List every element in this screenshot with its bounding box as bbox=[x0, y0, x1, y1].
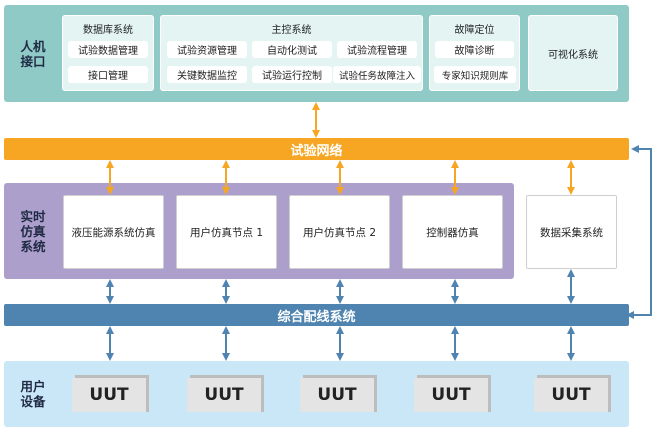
sim-label-line-3: 系统 bbox=[20, 238, 46, 254]
hmi-label: 人机 接口 bbox=[6, 10, 60, 98]
interface-management-button[interactable]: 接口管理 bbox=[68, 66, 148, 83]
integrated-wiring-bar: 综合配线系统 bbox=[4, 304, 629, 326]
data-acquisition-box[interactable]: 数据采集系统 bbox=[526, 195, 617, 269]
database-system-title: 数据库系统 bbox=[83, 25, 133, 36]
user-sim-node-2-box[interactable]: 用户仿真节点 2 bbox=[289, 195, 390, 269]
test-resource-management-button[interactable]: 试验资源管理 bbox=[167, 41, 247, 58]
uut-box-5[interactable]: UUT bbox=[534, 378, 608, 412]
uut-box-3[interactable]: UUT bbox=[300, 378, 374, 412]
test-data-management-button[interactable]: 试验数据管理 bbox=[68, 41, 148, 58]
fault-diagnosis-button[interactable]: 故障诊断 bbox=[435, 41, 514, 58]
user-equipment-label: 用户 设备 bbox=[6, 365, 60, 423]
visualization-system[interactable]: 可视化系统 bbox=[528, 15, 618, 91]
hmi-label-line-1: 人机 bbox=[20, 39, 46, 54]
sim-label-line-1: 实时 bbox=[20, 208, 46, 224]
database-system-group: 数据库系统 试验数据管理 接口管理 bbox=[62, 15, 154, 91]
test-flow-management-button[interactable]: 试验流程管理 bbox=[337, 41, 417, 58]
uut-box-4[interactable]: UUT bbox=[414, 378, 488, 412]
hmi-label-line-2: 接口 bbox=[20, 54, 46, 69]
user-sim-node-1-box[interactable]: 用户仿真节点 1 bbox=[176, 195, 277, 269]
controller-sim-box[interactable]: 控制器仿真 bbox=[402, 195, 503, 269]
sim-label-line-2: 仿真 bbox=[20, 223, 46, 239]
user-label-line-2: 设备 bbox=[20, 394, 46, 409]
uut-box-2[interactable]: UUT bbox=[187, 378, 261, 412]
automated-testing-button[interactable]: 自动化测试 bbox=[252, 41, 332, 58]
fault-location-title: 故障定位 bbox=[454, 25, 495, 36]
hydraulic-sim-box[interactable]: 液压能源系统仿真 bbox=[63, 195, 164, 269]
user-label-line-1: 用户 bbox=[20, 379, 46, 394]
master-control-title: 主控系统 bbox=[271, 25, 312, 36]
fault-injection-button[interactable]: 试验任务故障注入 bbox=[333, 66, 421, 83]
uut-box-1[interactable]: UUT bbox=[72, 378, 146, 412]
realtime-sim-label: 实时 仿真 系统 bbox=[6, 188, 60, 274]
test-run-control-button[interactable]: 试验运行控制 bbox=[252, 66, 332, 83]
fault-location-group: 故障定位 故障诊断 专家知识规则库 bbox=[429, 15, 520, 91]
test-network-bar: 试验网络 bbox=[4, 138, 629, 160]
expert-knowledge-base-button[interactable]: 专家知识规则库 bbox=[434, 66, 516, 83]
master-control-group: 主控系统 试验资源管理 自动化测试 试验流程管理 关键数据监控 试验运行控制 试… bbox=[160, 15, 423, 91]
key-data-monitoring-button[interactable]: 关键数据监控 bbox=[167, 66, 247, 83]
arrow-loop-right bbox=[626, 145, 652, 319]
